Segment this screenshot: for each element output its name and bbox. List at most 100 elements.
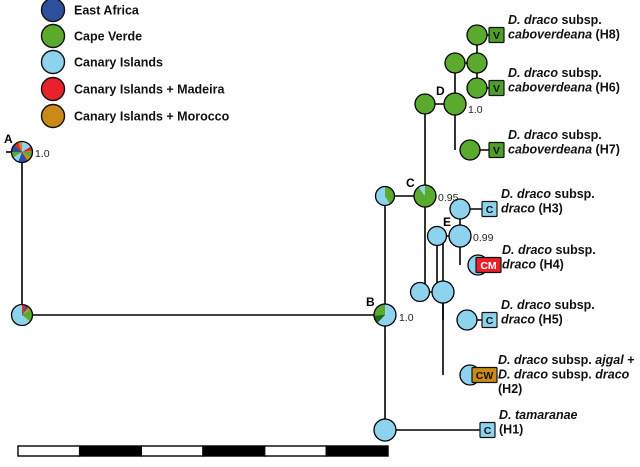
legend-swatch — [40, 103, 66, 129]
area-code-rect — [488, 79, 505, 97]
node-outline — [466, 52, 488, 74]
area-code-text: C — [484, 425, 492, 437]
taxon-name-part: caboverdeana — [508, 28, 592, 42]
legend-label: Canary Islands + Morocco — [74, 110, 230, 124]
node-C-pie — [413, 184, 437, 208]
scale-bar-segment — [78, 445, 143, 457]
node-letter-C: C — [406, 176, 415, 190]
scale-bar-segment — [17, 445, 81, 457]
tip-node-H8 — [466, 24, 488, 46]
legend-item-cape-verde: Cape Verde — [40, 23, 142, 49]
tip-label-group-H1: CD. tamaranae(H1) — [479, 408, 578, 439]
pie-slice — [467, 78, 487, 98]
node-outline — [426, 225, 448, 247]
node-Cpre-pie — [374, 185, 396, 207]
area-code-text: CW — [476, 370, 494, 382]
scale-bar-segment — [263, 445, 328, 457]
taxon-name-part: D. draco — [502, 243, 552, 257]
node-letter-A: A — [4, 132, 13, 146]
tip-label-group-H2: CW D. draco subsp. ajgal +D. draco subsp.… — [471, 353, 635, 396]
pie-slice — [22, 152, 31, 161]
node-letter-E: E — [443, 215, 451, 229]
taxon-name-part: D. draco — [498, 368, 548, 382]
pie-slice — [450, 199, 470, 219]
taxon-name-line: caboverdeana (H7) — [508, 143, 620, 157]
node-B-pie — [373, 303, 397, 327]
taxon-name-part: draco — [502, 258, 536, 272]
tree — [6, 24, 496, 442]
pie-slice — [374, 304, 385, 316]
taxon-name-part: subsp. — [551, 298, 595, 312]
legend-item-east-africa: East Africa — [40, 0, 140, 23]
taxon-name-line: D. draco subsp. ajgal + — [498, 353, 635, 367]
pie-slice — [418, 185, 425, 196]
taxon-name-part: D. draco — [508, 13, 558, 27]
legend-item-canary-islands: Canary Islands — [40, 49, 163, 75]
pie-slice — [22, 150, 33, 158]
taxon-name-part: draco — [501, 313, 535, 327]
pie-slice — [11, 304, 31, 326]
pie-slice — [22, 309, 33, 322]
taxon-name-part: subsp. — [558, 13, 602, 27]
taxon-name-line: draco (H4) — [502, 258, 564, 272]
taxon-name-line: draco (H3) — [501, 202, 563, 216]
pie-slice — [427, 226, 447, 246]
node-outline — [448, 224, 472, 248]
tip-node-H1 — [373, 418, 397, 442]
legend-swatch — [40, 23, 66, 49]
taxon-name-part: (H2) — [498, 382, 522, 396]
node-support-E: 0.99 — [473, 232, 494, 244]
area-code-text: V — [493, 145, 500, 157]
node-letter-B: B — [366, 295, 375, 309]
pie-slice — [444, 93, 466, 115]
taxon-name-part: (H6) — [592, 81, 620, 95]
area-code-box-H2: CW — [471, 366, 498, 384]
node-Dpre-pie — [414, 93, 436, 115]
tip-label-group-H6: VD. draco subsp.caboverdeana (H6) — [488, 66, 620, 97]
node-outline — [444, 52, 466, 74]
legend-label: Canary Islands — [74, 56, 163, 70]
node-cv-left-pie — [444, 52, 466, 74]
tip-node-H5 — [456, 309, 478, 331]
pie-slice — [22, 304, 26, 315]
pie-slice — [18, 152, 28, 163]
node-outline — [466, 24, 488, 46]
node-A-pie — [10, 140, 34, 164]
node-outline — [459, 139, 481, 161]
node-support-A: 1.0 — [35, 148, 50, 160]
pie-slice — [374, 315, 385, 324]
node-F-pie — [431, 280, 455, 304]
taxon-name-part: D. draco — [501, 298, 551, 312]
pie-slice — [414, 185, 437, 208]
taxon-name-part: subsp. — [548, 368, 595, 382]
tip-labels: VD. draco subsp.caboverdeana (H8)VD. dra… — [471, 13, 635, 439]
pie-slice — [432, 281, 454, 303]
node-outline — [413, 184, 437, 208]
area-code-text: C — [486, 315, 494, 327]
node-outline — [431, 280, 455, 304]
area-code-box-H6: V — [488, 79, 505, 97]
node-outline — [466, 77, 488, 99]
scale-bar-segment — [202, 445, 266, 457]
taxon-name-part: (H7) — [592, 143, 620, 157]
taxon-name-line: D. draco subsp. — [508, 66, 602, 80]
pie-slice — [460, 140, 480, 160]
node-outline — [449, 198, 471, 220]
pie-slice — [374, 419, 396, 441]
node-outline — [414, 93, 436, 115]
node-support-D: 1.0 — [468, 104, 483, 116]
pie-slice — [377, 304, 396, 327]
taxon-name-line: D. draco subsp. — [508, 128, 602, 142]
taxon-name-part: ajgal — [595, 353, 624, 367]
area-code-box-H5: C — [481, 311, 498, 329]
taxon-name-part: subsp. — [558, 128, 602, 142]
pie-slice — [22, 146, 33, 152]
area-code-text: CM — [480, 260, 497, 272]
taxon-name-part: D. tamaranae — [499, 408, 578, 422]
area-code-rect — [488, 26, 505, 44]
pie-slice — [467, 53, 487, 73]
